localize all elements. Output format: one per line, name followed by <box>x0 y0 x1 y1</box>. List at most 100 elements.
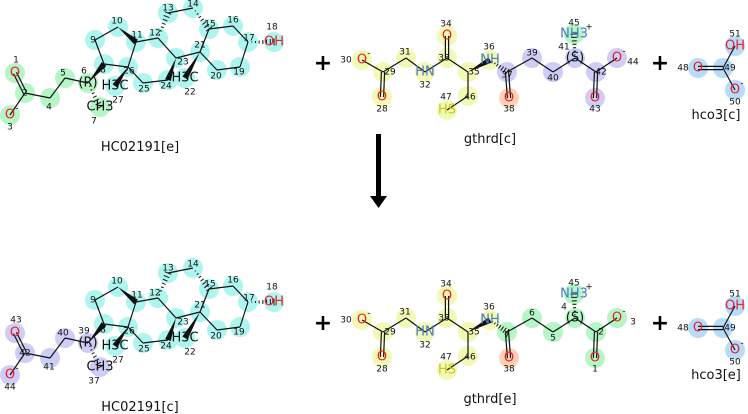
atom-number: 2 <box>598 328 604 338</box>
atom-number: 8 <box>100 326 106 336</box>
atom-number: 22 <box>184 88 195 98</box>
atom-number: 9 <box>90 36 96 46</box>
atom-number: 19 <box>233 68 245 78</box>
single-bond <box>24 352 51 359</box>
single-bond <box>24 92 51 99</box>
atom-number: 41 <box>43 363 54 373</box>
double-bond <box>379 71 383 97</box>
single-bond <box>405 57 426 73</box>
atom-number: 44 <box>4 383 16 393</box>
atom-number: 33 <box>438 54 449 64</box>
atom-number: 20 <box>210 332 222 342</box>
single-bond <box>232 25 249 43</box>
molecule-name: HC02191[c] <box>101 400 179 414</box>
atom-highlight <box>5 323 25 343</box>
atom-symbol: (S) <box>566 51 584 66</box>
atom-number: 45 <box>568 19 579 29</box>
hash-bond <box>89 345 104 370</box>
atom-number: 19 <box>233 328 245 338</box>
single-bond <box>208 25 234 30</box>
single-bond <box>361 319 384 333</box>
atom-highlight <box>372 347 392 367</box>
atom-symbol: O <box>693 321 703 336</box>
atom-number: 43 <box>589 105 600 115</box>
atom-symbol: HN <box>415 325 435 340</box>
hash-bond <box>251 298 275 306</box>
atom-number: 1 <box>592 365 598 375</box>
atom-charge: - <box>15 364 18 374</box>
atom-number: 4 <box>561 303 567 313</box>
double-bond <box>507 71 512 98</box>
atom-symbol: O <box>442 29 452 44</box>
atom-number: 51 <box>729 30 740 40</box>
wedge-bond <box>112 67 128 88</box>
atom-number: 10 <box>111 17 123 27</box>
atom-number: 11 <box>131 31 142 41</box>
single-bond <box>361 59 384 73</box>
atom-number: 7 <box>91 117 97 127</box>
atom-number: 37 <box>501 71 512 81</box>
atom-number: 17 <box>243 34 254 44</box>
atom-highlight <box>5 63 25 83</box>
atom-number: 32 <box>419 341 430 351</box>
atom-number: 12 <box>149 289 160 299</box>
atom-number: 30 <box>340 56 352 66</box>
atom-symbol: (R) <box>78 76 97 91</box>
single-bond <box>531 317 554 333</box>
atom-symbol: O <box>357 53 367 68</box>
atom-number: 51 <box>729 290 740 300</box>
plus-sign: + <box>314 51 332 76</box>
single-bond <box>552 317 576 333</box>
atom-number: 6 <box>81 67 87 77</box>
atom-number: 28 <box>376 105 388 115</box>
atom-number: 50 <box>729 358 741 368</box>
atom-charge: + <box>585 283 593 293</box>
single-bond <box>199 311 218 331</box>
atom-number: 46 <box>464 93 476 103</box>
double-bond <box>382 72 386 98</box>
atom-number: 1 <box>13 56 19 66</box>
single-bond <box>127 326 144 344</box>
atom-number: 45 <box>568 279 579 289</box>
single-bond <box>446 355 469 371</box>
atom-number: 14 <box>187 0 199 10</box>
single-bond <box>424 57 448 73</box>
single-bond <box>216 66 241 71</box>
atom-symbol: NH3 <box>560 287 588 302</box>
atom-symbol: O <box>357 313 367 328</box>
atom-number: 8 <box>100 66 106 76</box>
atom-symbol: NH3 <box>560 27 588 42</box>
atom-number: 40 <box>57 329 69 339</box>
wedge-bond <box>112 327 128 348</box>
single-bond <box>103 323 129 328</box>
single-bond <box>94 299 105 325</box>
wedge-bond <box>182 312 200 340</box>
atom-number: 11 <box>131 291 142 301</box>
single-bond <box>446 57 469 73</box>
atom-number: 34 <box>440 20 452 30</box>
atom-number: 38 <box>503 365 515 375</box>
atom-symbol: CH3 <box>86 360 113 375</box>
single-bond <box>167 7 194 14</box>
atom-number: 32 <box>419 81 430 91</box>
atom-number: 20 <box>210 72 222 82</box>
double-bond <box>595 72 599 99</box>
hash-bond <box>89 85 104 110</box>
double-bond <box>382 332 386 358</box>
single-bond <box>382 57 407 73</box>
hash-bond <box>570 33 578 56</box>
atom-number: 5 <box>60 69 66 79</box>
atom-number: 16 <box>227 16 239 26</box>
double-bond <box>15 72 27 93</box>
molecule-name: hco3[e] <box>691 368 741 383</box>
single-bond <box>199 28 210 53</box>
atom-number: 9 <box>90 296 96 306</box>
atom-number: 49 <box>724 64 736 74</box>
atom-number: 34 <box>440 280 452 290</box>
atom-symbol: NH <box>480 313 500 328</box>
single-bond <box>157 37 177 59</box>
single-bond <box>574 57 597 73</box>
single-bond <box>167 267 194 274</box>
